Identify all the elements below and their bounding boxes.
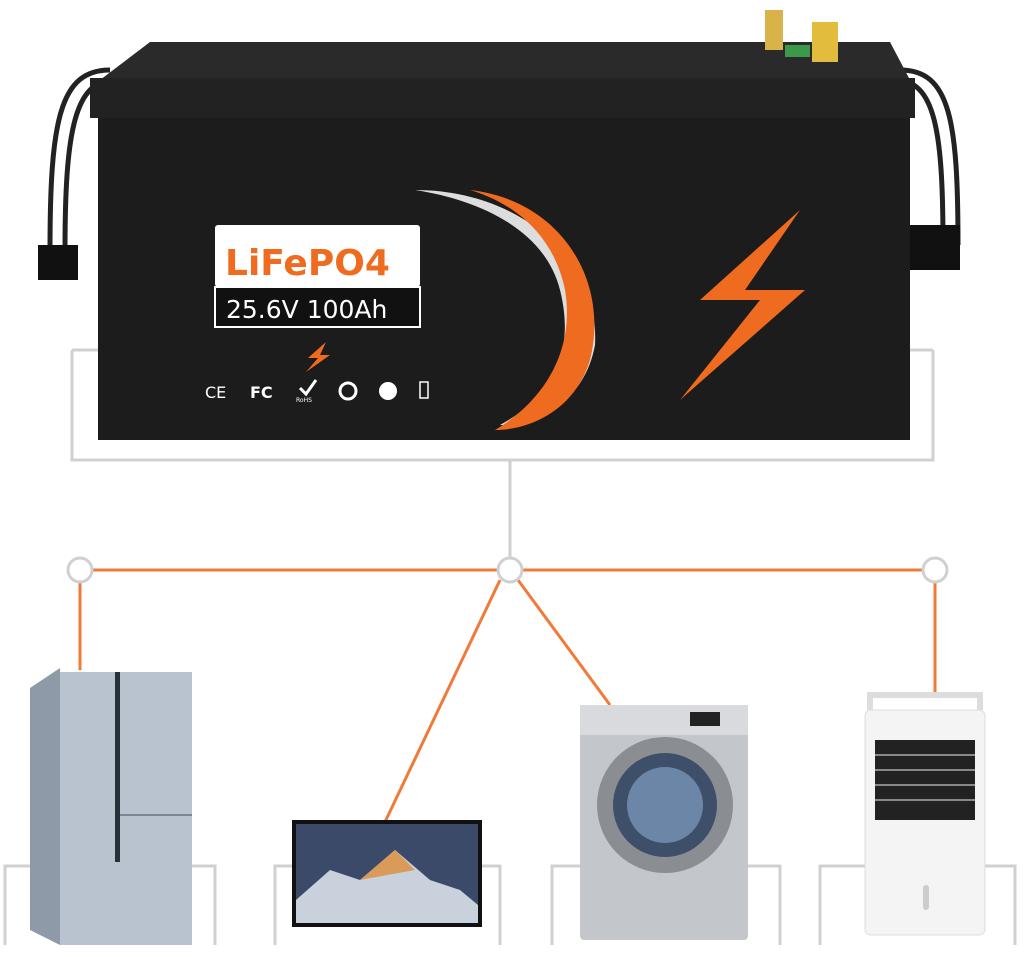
recycle-icon (338, 381, 358, 401)
terminal-negative (812, 22, 838, 62)
refrigerator-icon (30, 668, 192, 945)
lightning-bolt-icon (680, 210, 805, 400)
battery-label: LiFePO4 25.6V 100Ah CE FC RoHS (205, 225, 429, 404)
handle-grip-right (910, 225, 960, 270)
rohs-check-icon (298, 379, 318, 397)
small-lightning-icon (306, 342, 330, 372)
battery (90, 10, 915, 440)
frames (3, 348, 1017, 945)
fcc-mark: FC (250, 383, 273, 402)
tv-icon (292, 820, 482, 927)
indicator-light (785, 45, 810, 57)
chemistry-text: LiFePO4 (225, 243, 390, 284)
rating-text: 25.6V 100Ah (226, 295, 387, 324)
air-cooler-icon (864, 692, 986, 936)
rohs-mark: RoHS (296, 397, 312, 404)
node-left (66, 556, 94, 584)
weee-bin-icon (419, 381, 429, 399)
terminal-positive (765, 10, 783, 50)
node-center (496, 556, 524, 584)
no-fire-icon (379, 382, 397, 400)
connector-lines (78, 568, 937, 823)
node-right (921, 556, 949, 584)
handle-grip-left (38, 245, 78, 280)
washing-machine-icon (580, 705, 748, 940)
ce-mark: CE (205, 383, 226, 402)
